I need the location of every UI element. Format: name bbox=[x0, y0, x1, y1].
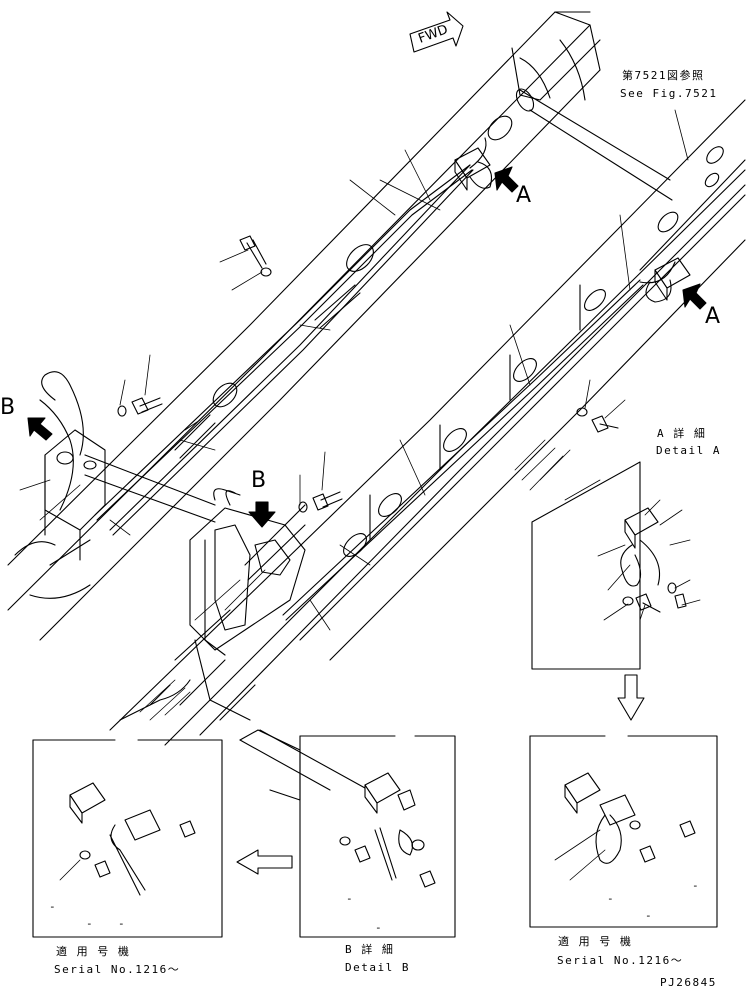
serial-right-ja: 適 用 号 機 bbox=[558, 935, 633, 948]
arrow-a-upper bbox=[494, 166, 519, 193]
callout-a-lower: A bbox=[705, 304, 721, 329]
blank-mark: - bbox=[118, 917, 127, 930]
blank-mark: - bbox=[692, 879, 701, 892]
detail-box-left bbox=[32, 739, 223, 938]
detail-b-title-en: Detail B bbox=[345, 961, 410, 974]
blank-mark: - bbox=[86, 917, 95, 930]
bolt-left-cross bbox=[117, 397, 163, 417]
left-frame-rail bbox=[7, 11, 601, 641]
arrow-a-right bbox=[682, 283, 707, 310]
detail-a-title-ja: A 詳 細 bbox=[657, 427, 707, 440]
serial-right-en: Serial No.1216～ bbox=[557, 954, 684, 967]
leader-lines bbox=[19, 109, 689, 631]
reference-label-ja: 第7521図参照 bbox=[622, 69, 705, 82]
detail-box-right bbox=[529, 735, 718, 928]
bolt-center bbox=[298, 491, 343, 513]
connector-bracket-upper bbox=[454, 147, 493, 191]
wire-harness bbox=[39, 137, 676, 621]
arrow-b-center bbox=[248, 501, 276, 528]
drawing-number: PJ26845 bbox=[660, 976, 717, 989]
left-bracket bbox=[14, 429, 106, 599]
blank-mark: - bbox=[607, 892, 616, 905]
serial-left-en: Serial No.1216～ bbox=[54, 963, 181, 976]
bolt-upper-left bbox=[239, 235, 272, 277]
detail-b-title-ja: B 詳 細 bbox=[345, 943, 395, 956]
callout-b-left: B bbox=[0, 395, 16, 420]
hatching bbox=[139, 439, 571, 721]
arrow-b-left bbox=[27, 417, 53, 441]
callout-b-center: B bbox=[251, 468, 267, 493]
detail-a-title-en: Detail A bbox=[656, 444, 721, 457]
detail-a-box bbox=[531, 461, 701, 670]
fwd-arrow bbox=[409, 11, 464, 53]
hollow-arrow-left bbox=[236, 849, 293, 875]
connector-bracket-right bbox=[645, 257, 691, 303]
hollow-arrow-down bbox=[617, 674, 645, 721]
serial-left-ja: 適 用 号 機 bbox=[56, 945, 131, 958]
blank-mark: - bbox=[346, 892, 355, 905]
blank-mark: - bbox=[375, 921, 384, 934]
center-bracket bbox=[189, 488, 306, 656]
cross-member bbox=[84, 88, 673, 523]
blank-mark: - bbox=[49, 900, 58, 913]
callout-a-upper: A bbox=[516, 183, 532, 208]
bolt-right bbox=[576, 407, 619, 433]
blank-mark: - bbox=[645, 909, 654, 922]
detail-b-box bbox=[239, 729, 456, 938]
reference-label-en: See Fig.7521 bbox=[620, 87, 718, 100]
